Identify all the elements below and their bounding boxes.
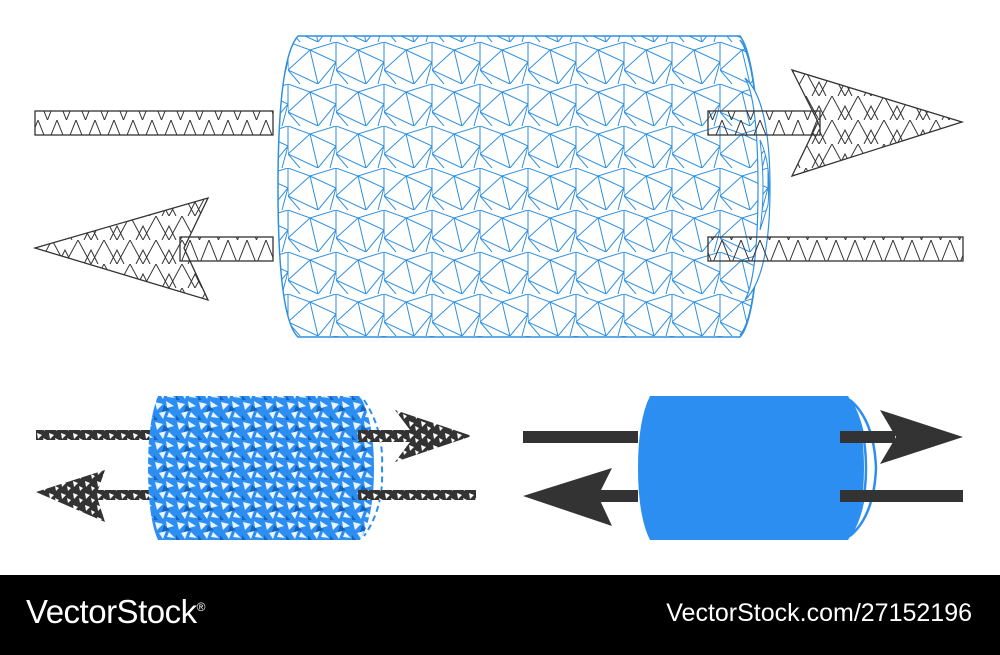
top-left-shaft	[34, 110, 274, 136]
right-arrow	[707, 68, 965, 178]
artwork	[32, 35, 965, 540]
footer-bar: VectorStock® VectorStock.com/27152196	[0, 575, 1000, 655]
stock-id-text: VectorStock.com/27152196	[666, 599, 972, 627]
pipe-body-mesh	[277, 35, 771, 338]
pipe-exchange-mesh-icon	[32, 35, 965, 338]
brand-name: VectorStock	[26, 593, 197, 630]
bottom-right-shaft	[707, 236, 964, 262]
pipe-exchange-mosaic-icon	[36, 396, 476, 540]
brand-mark: ®	[196, 600, 206, 614]
pipe-exchange-flat-icon	[523, 396, 963, 540]
brand-logo: VectorStock®	[26, 593, 205, 631]
left-arrow	[32, 196, 274, 302]
